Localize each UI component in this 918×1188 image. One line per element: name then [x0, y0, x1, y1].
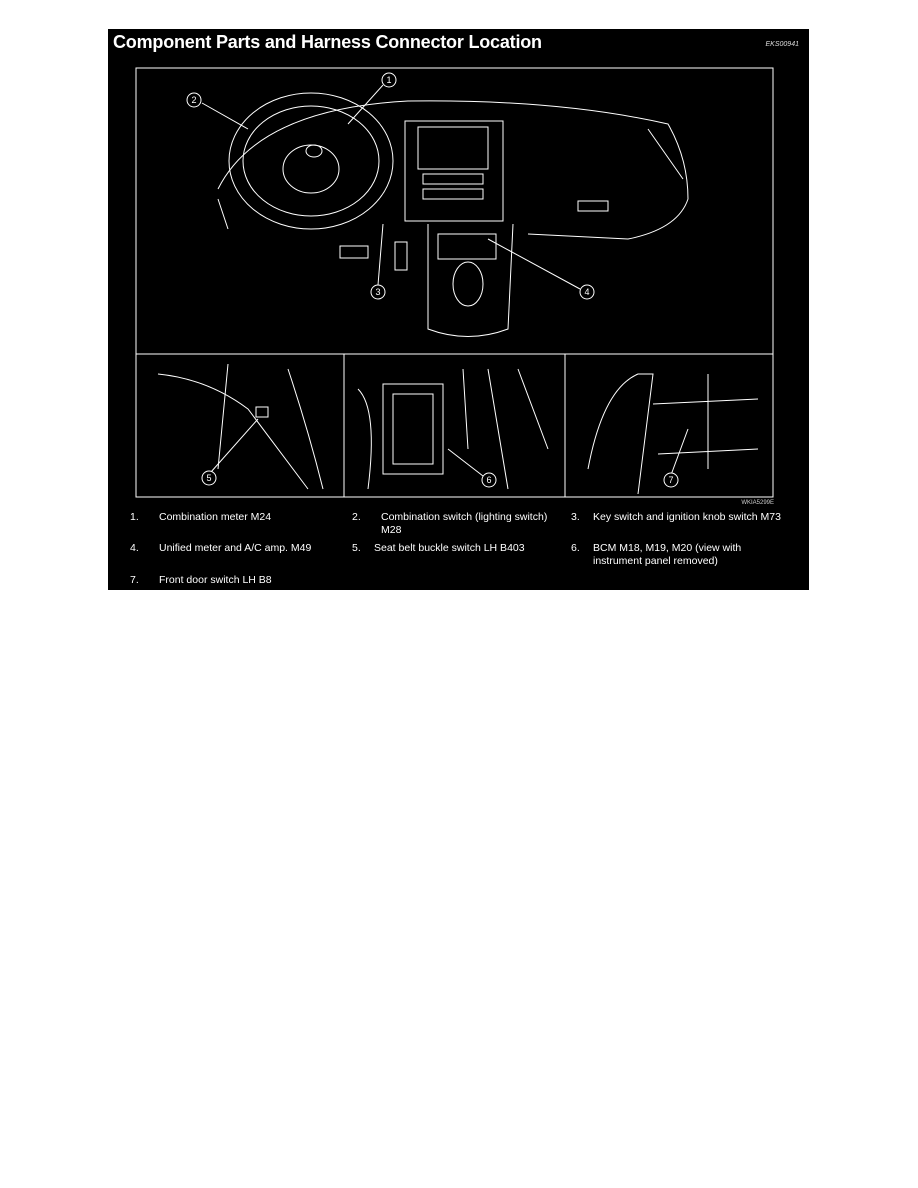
component-location-sheet: Component Parts and Harness Connector Lo…: [108, 29, 809, 590]
callout-label-6: 6: [486, 475, 491, 485]
callout-label-7: 7: [668, 475, 673, 485]
figure-frame: [135, 67, 774, 498]
callout-label-2: 2: [191, 95, 196, 105]
page-title: Component Parts and Harness Connector Lo…: [113, 32, 542, 52]
legend-text: Key switch and ignition knob switch M73: [593, 511, 781, 523]
dashboard-drawing: [217, 92, 689, 337]
door-drawing: [587, 373, 759, 495]
legend-num: 2.: [352, 511, 361, 523]
callout-markers: [186, 72, 679, 488]
legend-num: 4.: [130, 542, 139, 554]
legend-num: 1.: [130, 511, 139, 523]
callout-label-5: 5: [206, 473, 211, 483]
section-code: EKS00941: [765, 41, 799, 48]
legend-num: 5.: [352, 542, 361, 554]
legend-num: 7.: [130, 574, 139, 586]
callout-3: [370, 284, 386, 300]
callout-7: [663, 472, 679, 488]
callout-6: [481, 472, 497, 488]
legend-num: 6.: [571, 542, 580, 554]
bcm-drawing: [357, 368, 549, 490]
callout-leaders: [201, 84, 689, 477]
callout-label-3: 3: [375, 287, 380, 297]
callout-label-1: 1: [386, 75, 391, 85]
callout-2: [186, 92, 202, 108]
legend-text: Front door switch LH B8: [159, 574, 272, 586]
callout-1: [381, 72, 397, 88]
legend-text: Combination switch (lighting switch) M28: [381, 511, 548, 536]
seat-belt-drawing: [157, 363, 324, 490]
callout-5: [201, 470, 217, 486]
legend-text: Seat belt buckle switch LH B403: [374, 542, 525, 554]
figure-code: WKIA5299E: [741, 500, 774, 506]
legend-num: 3.: [571, 511, 580, 523]
legend-text: Unified meter and A/C amp. M49: [159, 542, 312, 554]
component-illustration: 1 2 3 4 5 6 7 WKIA5299E: [135, 67, 774, 506]
callout-4: [579, 284, 595, 300]
legend-text: BCM M18, M19, M20 (view with instrument …: [593, 542, 742, 567]
legend-text: Combination meter M24: [159, 511, 272, 523]
callout-label-4: 4: [584, 287, 589, 297]
